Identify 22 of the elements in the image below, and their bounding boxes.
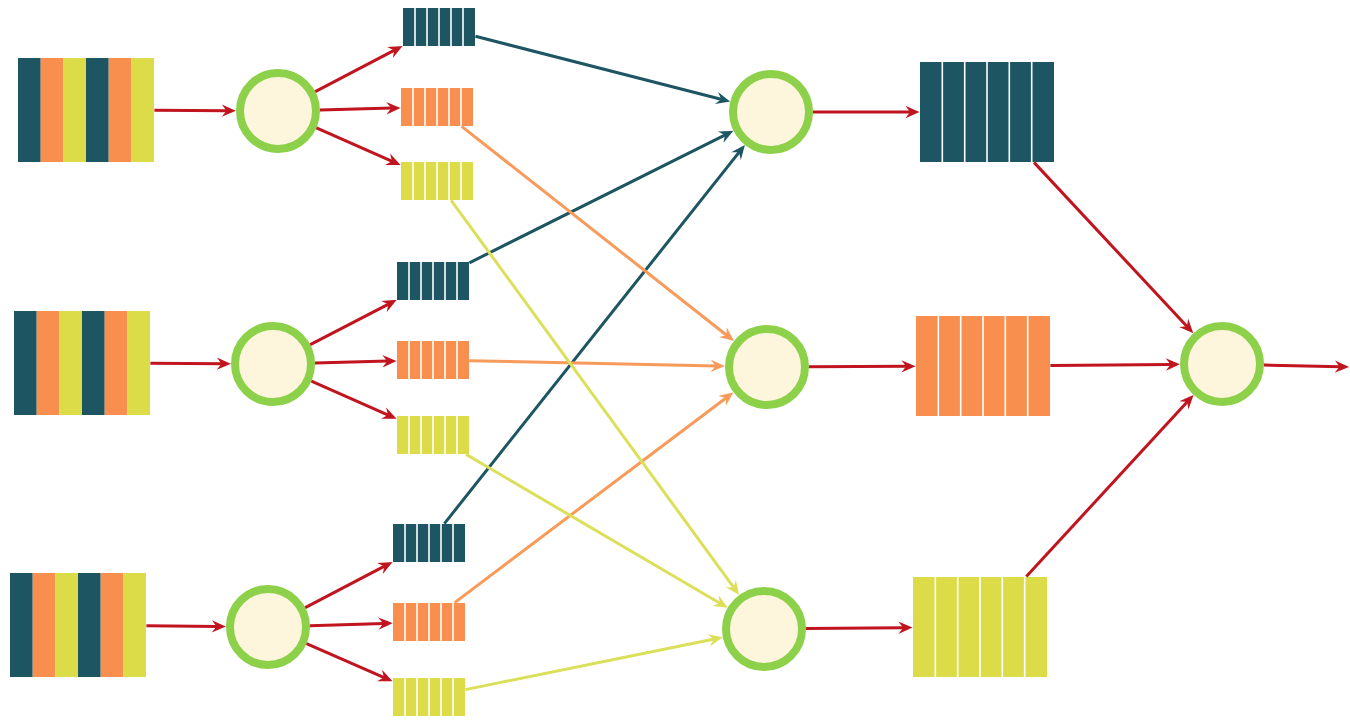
queue-block [401,161,473,201]
queue-block [913,576,1047,678]
striped-block [18,58,154,162]
queue-block [401,87,473,127]
queue-block [397,415,469,455]
circle-node [722,587,806,671]
striped-block [14,311,150,415]
queue-block [393,677,465,717]
circle-node [729,70,813,154]
circle-node [1180,322,1264,406]
queue-block [393,523,465,563]
queue-block [397,261,469,301]
queue-block [920,61,1054,163]
circle-node [231,322,315,406]
queue-block [916,315,1050,417]
queue-block [397,340,469,380]
queue-block [403,7,475,47]
circle-node [226,585,310,669]
circle-node [236,69,320,153]
striped-block [10,573,146,677]
queue-block [393,602,465,642]
circle-node [725,325,809,409]
